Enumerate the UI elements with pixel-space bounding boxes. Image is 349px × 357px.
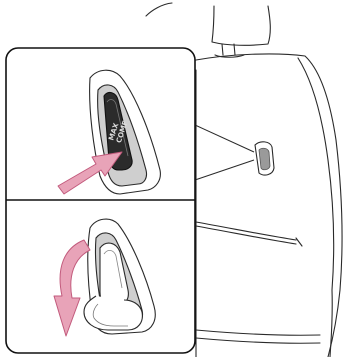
seam-tab xyxy=(296,238,302,246)
backrest-seam-lower xyxy=(196,222,296,240)
backrest-seam-bottom-2 xyxy=(196,338,320,343)
backrest-inner-edge xyxy=(298,58,334,290)
seat-lever xyxy=(255,142,274,175)
callout-pointer xyxy=(195,125,254,180)
backrest-right-edge xyxy=(330,290,332,357)
headrest xyxy=(146,3,270,45)
backrest-seam-lower-2 xyxy=(196,226,296,244)
backrest-seam-bottom xyxy=(196,330,320,335)
backrest-outline xyxy=(196,54,342,357)
